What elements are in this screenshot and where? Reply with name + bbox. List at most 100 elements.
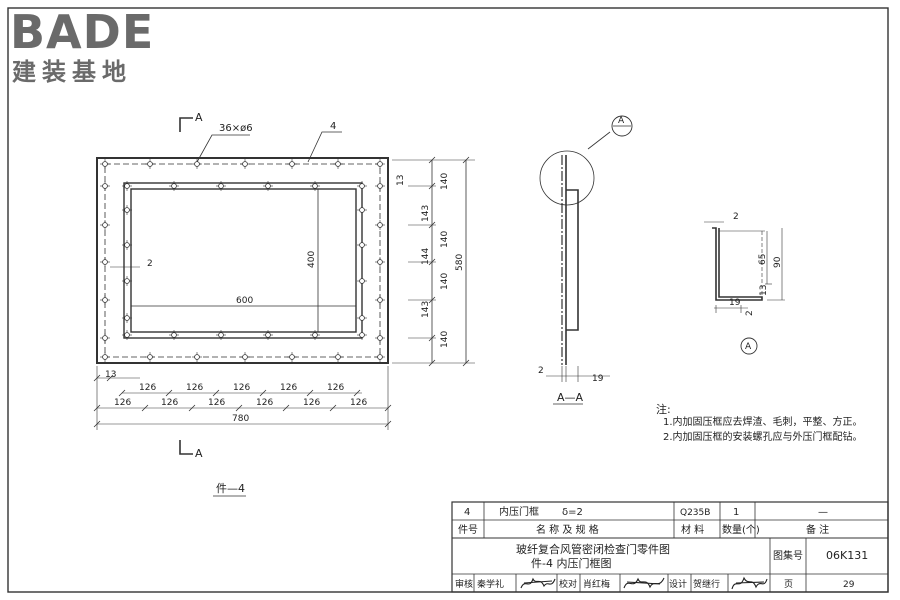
hole-marker (287, 352, 297, 362)
spacing-r1-4: 126 (280, 383, 297, 393)
dim-right-5: 140 (440, 273, 450, 290)
hole-marker (263, 330, 273, 340)
dimension-tick (329, 404, 337, 412)
spacing-r1-1: 126 (139, 383, 156, 393)
hole-marker (375, 220, 385, 230)
tb-drawing-subtitle: 件-4 内压门框图 (531, 556, 611, 570)
aa-dim-left: 2 (538, 366, 544, 376)
spacing-r2-4: 126 (256, 398, 273, 408)
hole-marker (310, 181, 320, 191)
dimension-tick (282, 404, 290, 412)
detail-dim-90: 90 (773, 256, 783, 268)
hole-marker (122, 330, 132, 340)
dimension-ticks (93, 156, 470, 428)
spacing-r2-6: 126 (350, 398, 367, 408)
dim-overall-height: 580 (455, 254, 465, 271)
hole-marker (357, 181, 367, 191)
section-mark-bottom: A (195, 447, 203, 460)
hole-marker (357, 330, 367, 340)
hole-markers (100, 159, 385, 362)
dim-right-1: 140 (440, 173, 450, 190)
tb-part-name: 内压门框 (499, 505, 539, 518)
tb-header-material: 材 料 (681, 523, 704, 536)
dimension-tick (165, 389, 173, 397)
hole-marker (100, 295, 110, 305)
spacing-r2-1: 126 (114, 398, 131, 408)
hole-marker (333, 159, 343, 169)
hole-spacing-row1: 126 126 126 126 126 (139, 383, 344, 393)
dimension-tick (141, 404, 149, 412)
dimension-tick (118, 389, 126, 397)
tb-header-remark: 备 注 (806, 523, 829, 536)
hole-marker (122, 181, 132, 191)
dimension-tick (384, 404, 392, 412)
sheet-border (7, 7, 889, 593)
dim-13-bottom: 13 (105, 370, 116, 380)
tb-check-label: 校对 (559, 578, 577, 590)
dimension-tick (235, 404, 243, 412)
dimension-tick (353, 389, 361, 397)
dim-inner-width: 600 (236, 296, 253, 306)
tb-review-name: 秦学礼 (477, 578, 504, 590)
hole-marker (240, 352, 250, 362)
front-view (96, 117, 475, 455)
dimension-tick (93, 374, 101, 382)
dimension-tick (93, 420, 101, 428)
hole-marker (357, 313, 367, 323)
tb-material: Q235B (680, 508, 710, 518)
tb-page-label: 页 (784, 579, 793, 590)
dim-right-4: 144 (421, 248, 431, 265)
title-block (451, 501, 889, 593)
hole-marker (145, 159, 155, 169)
hole-marker (216, 330, 226, 340)
hole-marker (375, 159, 385, 169)
detail-label-circle (740, 337, 758, 355)
dimension-tick (428, 221, 436, 229)
dim-2-left: 2 (147, 259, 153, 269)
hole-marker (169, 181, 179, 191)
dim-13-top: 13 (396, 175, 406, 186)
hole-marker (122, 313, 132, 323)
spacing-r2-3: 126 (208, 398, 225, 408)
detail-dim-top: 2 (733, 212, 739, 222)
part-no-label: 4 (330, 121, 336, 132)
hole-marker (169, 330, 179, 340)
hole-marker (122, 205, 132, 215)
logo: BADE 建装基地 (10, 5, 153, 86)
hole-marker (357, 205, 367, 215)
hole-marker (145, 352, 155, 362)
signature-check (623, 577, 665, 589)
logo-subtitle: 建装基地 (12, 58, 132, 86)
detail-circle (539, 150, 595, 206)
dimension-tick (462, 156, 470, 164)
tb-header-part-no: 件号 (458, 524, 478, 536)
tb-review-label: 审核 (455, 578, 473, 590)
hole-marker (375, 352, 385, 362)
dimension-tick (428, 258, 436, 266)
dim-inner-height: 400 (307, 251, 317, 268)
inner-frame-inner (130, 188, 357, 333)
hole-marker (100, 352, 110, 362)
spacing-r1-2: 126 (186, 383, 203, 393)
tb-qty: 1 (733, 507, 739, 518)
dim-right-2: 143 (421, 205, 431, 222)
section-aa (539, 115, 633, 405)
callout-label: A (618, 116, 625, 126)
tb-part-no: 4 (464, 507, 470, 518)
hole-marker (240, 159, 250, 169)
detail-dim-2: 2 (745, 310, 755, 316)
hole-marker (263, 181, 273, 191)
tb-check-name: 肖红梅 (583, 578, 610, 590)
tb-design-name: 贺继行 (693, 578, 720, 590)
hole-marker (287, 159, 297, 169)
tb-page-no: 29 (843, 580, 855, 590)
spacing-r1-5: 126 (327, 383, 344, 393)
hole-marker (100, 333, 110, 343)
tb-atlas-label: 图集号 (773, 549, 803, 562)
front-view-caption: 件—4 (216, 482, 245, 495)
detail-label: A (745, 342, 752, 352)
callout-circle (611, 115, 633, 137)
dimension-tick (188, 404, 196, 412)
dim-right-7: 140 (440, 331, 450, 348)
